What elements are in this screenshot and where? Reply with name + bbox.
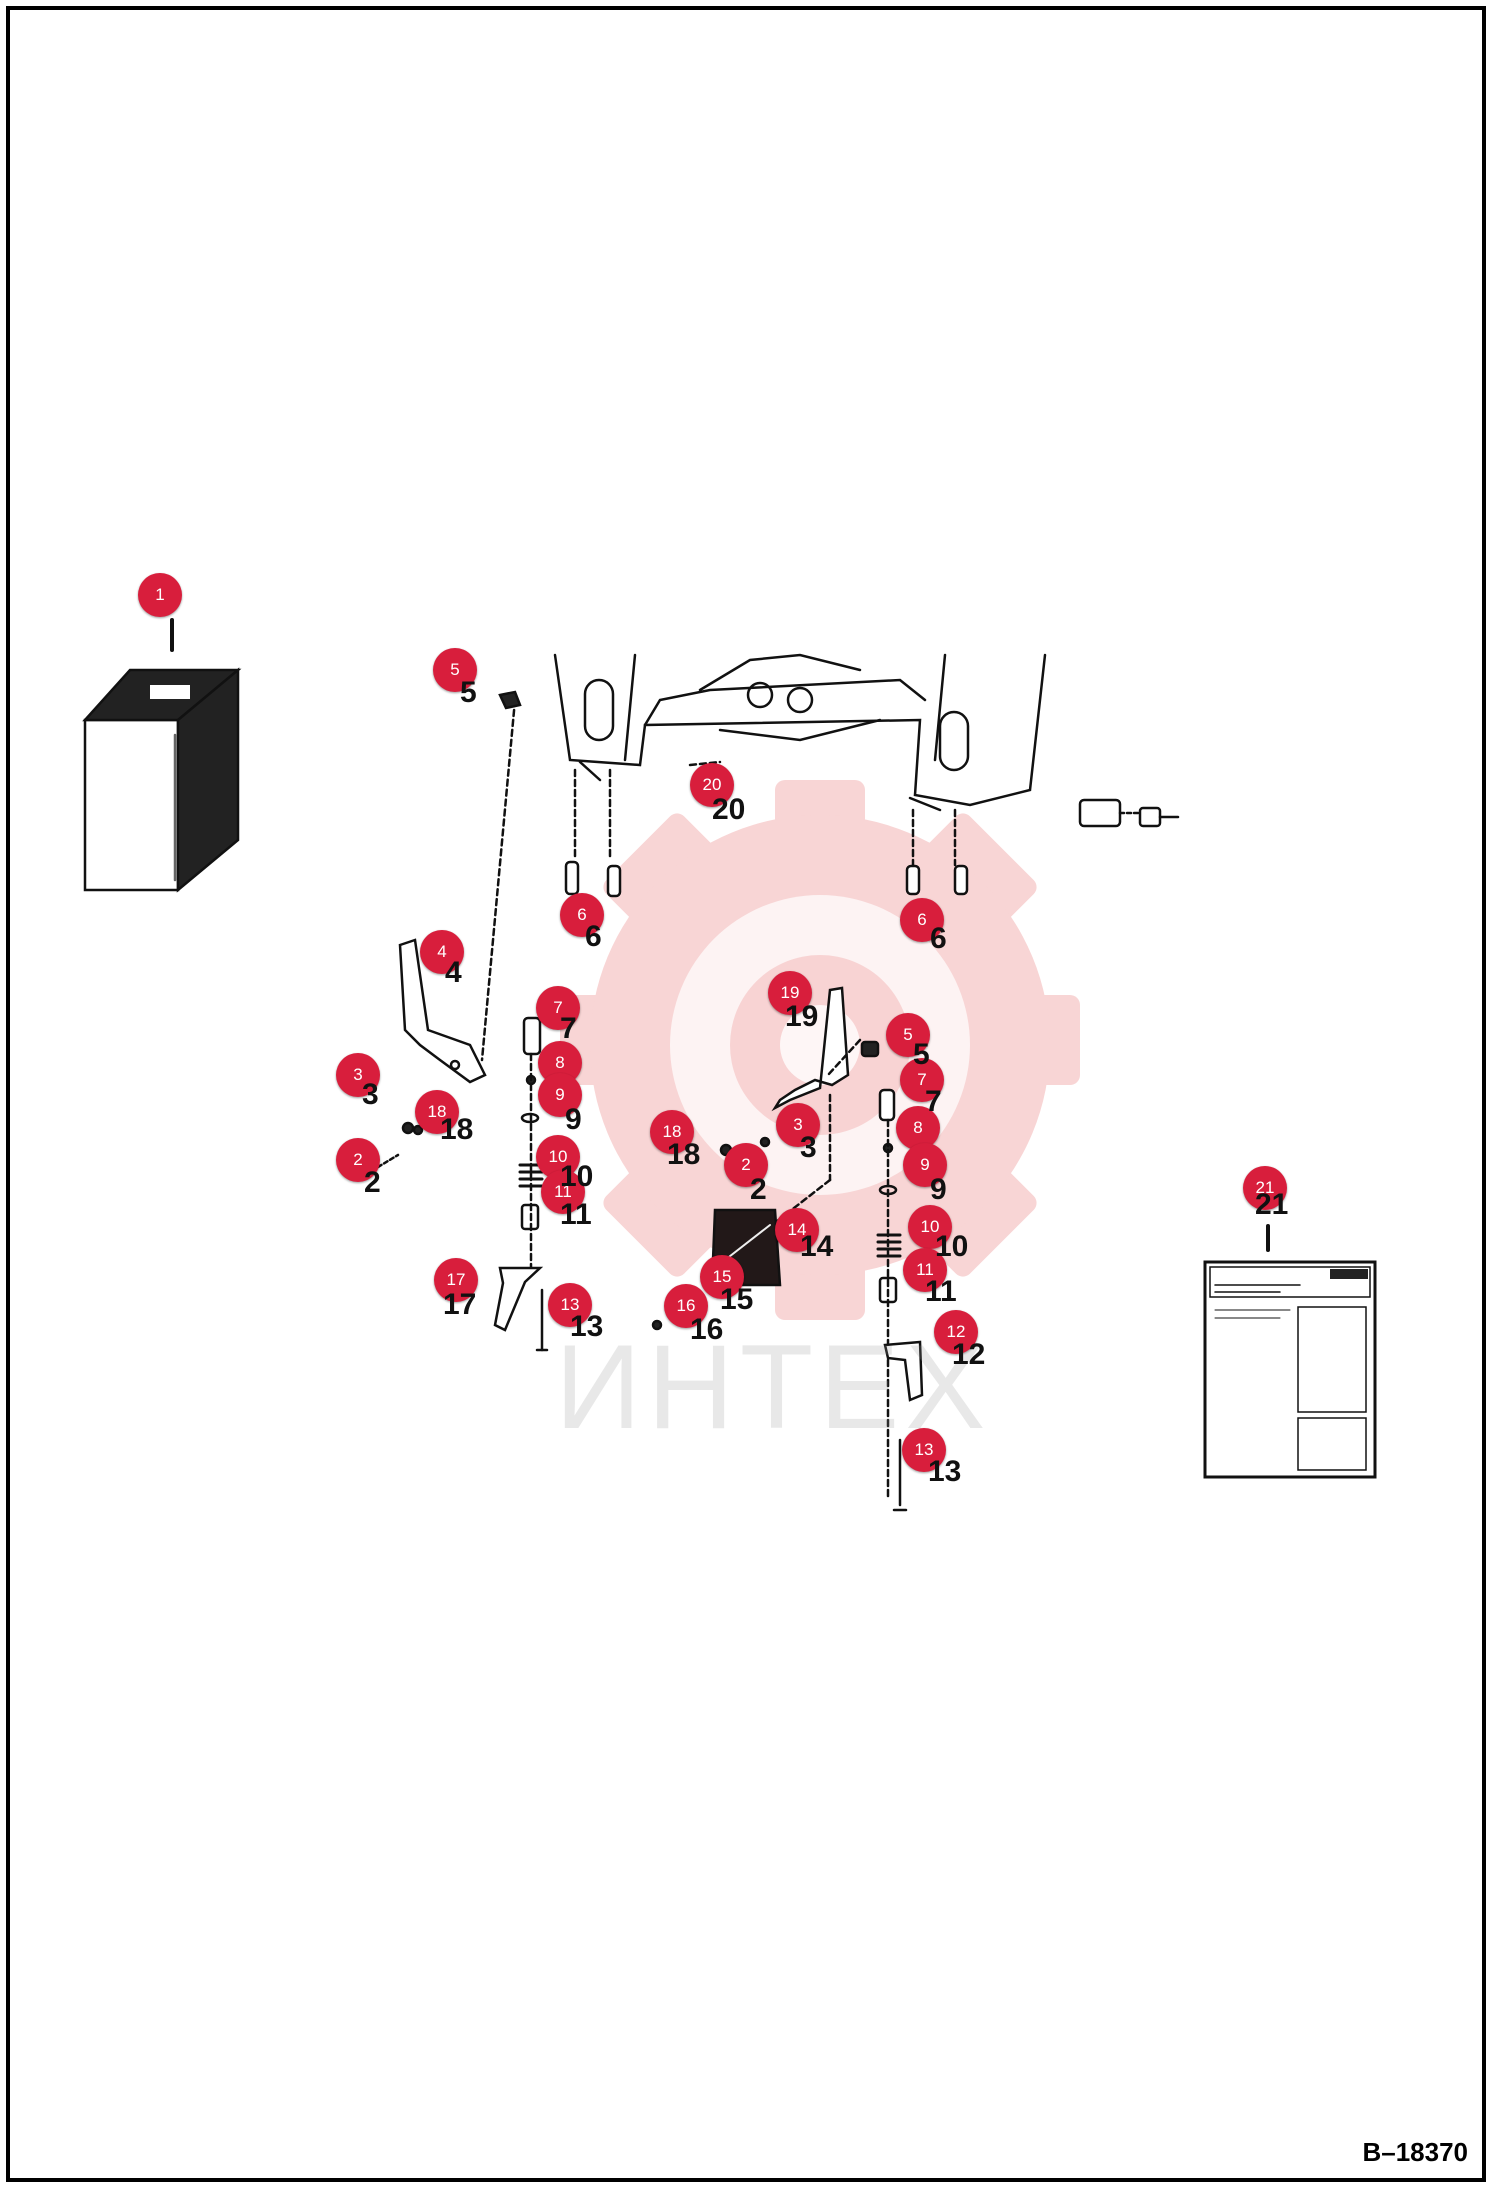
part-label-5: 5 <box>460 676 477 709</box>
part-label-17: 17 <box>443 1288 477 1321</box>
part-label-9: 9 <box>565 1103 582 1136</box>
part-label-15: 15 <box>720 1283 754 1316</box>
callout-10[interactable]: 10 <box>908 1205 952 1249</box>
callout-6[interactable]: 6 <box>560 893 604 937</box>
callout-5[interactable]: 5 <box>433 648 477 692</box>
callout-16[interactable]: 16 <box>664 1284 708 1328</box>
part-label-18: 18 <box>667 1138 701 1171</box>
callout-18[interactable]: 18 <box>650 1110 694 1154</box>
callout-21[interactable]: 21 <box>1243 1166 1287 1210</box>
part-label-18: 18 <box>440 1113 474 1146</box>
main-frame <box>553 653 1180 828</box>
callout-17[interactable]: 17 <box>434 1258 478 1302</box>
callout-4[interactable]: 4 <box>420 930 464 974</box>
callout-8[interactable]: 8 <box>896 1106 940 1150</box>
part-label-11: 11 <box>925 1275 957 1308</box>
part-label-10: 10 <box>560 1160 594 1193</box>
callout-9[interactable]: 9 <box>538 1073 582 1117</box>
callout-12[interactable]: 12 <box>934 1310 978 1354</box>
part-label-2: 2 <box>364 1166 381 1199</box>
part-label-6: 6 <box>585 920 602 953</box>
part-label-12: 12 <box>952 1338 986 1371</box>
part-label-20: 20 <box>712 793 746 826</box>
part-label-13: 13 <box>928 1455 962 1488</box>
part-label-7: 7 <box>925 1085 942 1118</box>
part-1-box <box>82 618 242 893</box>
callout-13[interactable]: 13 <box>902 1428 946 1472</box>
part-label-13: 13 <box>570 1310 604 1343</box>
callout-5[interactable]: 5 <box>886 1013 930 1057</box>
part-label-3: 3 <box>362 1078 379 1111</box>
part-label-19: 19 <box>785 1000 819 1033</box>
callout-14[interactable]: 14 <box>775 1208 819 1252</box>
callout-1[interactable]: 1 <box>138 573 182 617</box>
callout-6[interactable]: 6 <box>900 898 944 942</box>
part-label-14: 14 <box>800 1230 834 1263</box>
callout-3[interactable]: 3 <box>776 1103 820 1147</box>
callout-2[interactable]: 2 <box>336 1138 380 1182</box>
part-label-16: 16 <box>690 1313 724 1346</box>
callout-20[interactable]: 20 <box>690 763 734 807</box>
part-label-6: 6 <box>930 922 947 955</box>
part-label-21: 21 <box>1255 1188 1289 1221</box>
drawing-frame <box>6 6 1486 2182</box>
callout-3[interactable]: 3 <box>336 1053 380 1097</box>
callout-11[interactable]: 11 <box>541 1170 585 1214</box>
callout-9[interactable]: 9 <box>903 1143 947 1187</box>
callout-2[interactable]: 2 <box>724 1143 768 1187</box>
callout-19[interactable]: 19 <box>768 971 812 1015</box>
drawing-number: B–18370 <box>1362 2137 1468 2167</box>
part-label-4: 4 <box>445 956 462 989</box>
part-label-3: 3 <box>800 1131 817 1164</box>
part-label-11: 11 <box>560 1198 592 1231</box>
part-label-5: 5 <box>913 1038 930 1071</box>
callout-11[interactable]: 11 <box>903 1248 947 1292</box>
callout-7[interactable]: 7 <box>536 986 580 1030</box>
left-control-linkage <box>362 690 549 1352</box>
part-label-10: 10 <box>935 1230 969 1263</box>
part-label-7: 7 <box>560 1012 577 1045</box>
callout-18[interactable]: 18 <box>415 1090 459 1134</box>
callout-13[interactable]: 13 <box>548 1283 592 1327</box>
callout-15[interactable]: 15 <box>700 1255 744 1299</box>
part-label-2: 2 <box>750 1173 767 1206</box>
callout-7[interactable]: 7 <box>900 1058 944 1102</box>
part-6-pins <box>564 768 969 898</box>
part-21-instruction-sheet <box>1203 1224 1377 1479</box>
part-label-9: 9 <box>930 1173 947 1206</box>
